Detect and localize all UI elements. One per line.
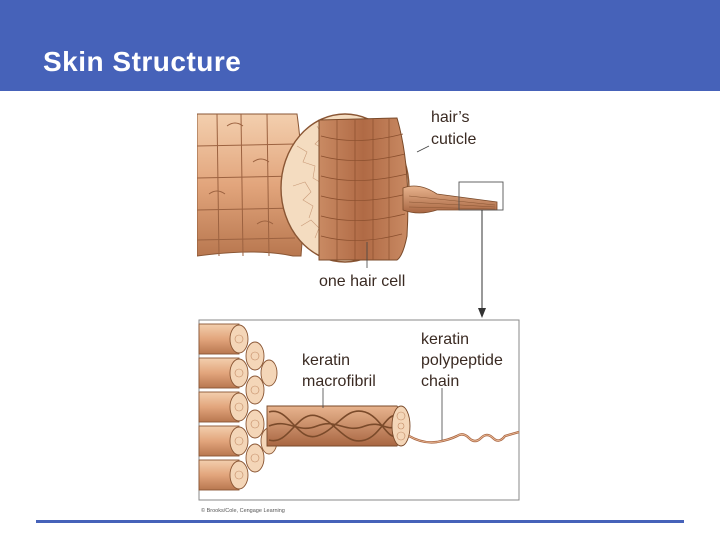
label-keratin-polypeptide-line3: chain <box>421 373 459 390</box>
title-bar: Skin Structure <box>0 0 720 91</box>
keratin-fibril-panel: keratin macrofibril keratin polypeptide … <box>198 319 520 501</box>
hair-shaft-panel: hair’s cuticle one hair cell <box>197 109 523 318</box>
label-keratin-macrofibril-line1: keratin <box>302 352 350 369</box>
footer-rule <box>36 520 684 523</box>
image-credit: © Brooks/Cole, Cengage Learning <box>201 507 285 514</box>
label-hairs-cuticle-line1: hair’s <box>431 109 470 126</box>
slide-title: Skin Structure <box>43 46 242 77</box>
hair-structure-illustration: hair’s cuticle one hair cell <box>197 106 523 516</box>
label-keratin-polypeptide-line1: keratin <box>421 331 469 348</box>
label-one-hair-cell: one hair cell <box>319 273 405 290</box>
label-keratin-macrofibril-line2: macrofibril <box>302 373 376 390</box>
label-keratin-polypeptide-line2: polypeptide <box>421 352 503 369</box>
label-hairs-cuticle-line2: cuticle <box>431 131 476 148</box>
